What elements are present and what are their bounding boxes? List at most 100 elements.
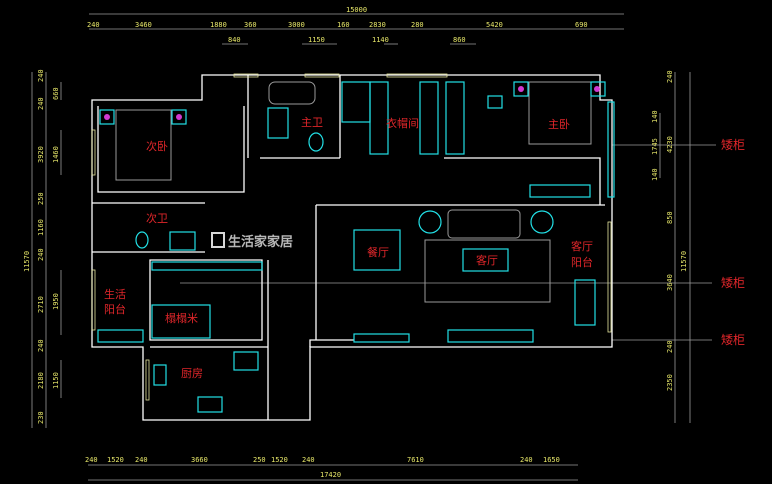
tv-cabinet [447, 329, 534, 343]
lamp-icon [176, 114, 182, 120]
dim-left: 240 [37, 69, 45, 82]
dim-left: 240 [37, 97, 45, 110]
basin [169, 231, 196, 251]
fridge [233, 351, 259, 371]
dim-top-sub: 840 [228, 36, 241, 44]
callout-low-cabinet: 矮柜 [721, 333, 745, 347]
dim-left: 1160 [37, 219, 45, 236]
tatami-platform [151, 304, 211, 339]
watermark-text: 生活家家居 [228, 234, 293, 250]
callout-low-cabinet: 矮柜 [721, 276, 745, 290]
room-label-cloakroom: 衣帽间 [386, 116, 419, 130]
dim-top: 690 [575, 21, 588, 29]
dim-left: 3920 [37, 146, 45, 163]
callouts: 矮柜 矮柜 矮柜 [721, 138, 745, 347]
bed-second-bedroom [115, 109, 172, 181]
bathtub [268, 81, 316, 105]
room-label-tatami: 榻榻米 [165, 311, 198, 325]
room-label-living: 客厅 [476, 253, 498, 267]
dim-left: 2180 [37, 372, 45, 389]
nightstand [99, 109, 115, 125]
dim-right: 3640 [666, 274, 674, 291]
dim-left-sub: 1150 [52, 372, 60, 389]
balcony-cabinet [97, 329, 144, 343]
room-label-master-bath: 主卫 [301, 116, 323, 129]
dim-right-sub: 140 [651, 110, 659, 123]
dim-bottom: 7610 [407, 456, 424, 464]
lounge-chair [574, 279, 596, 326]
watermark-logo: 生活家家居 [211, 232, 293, 250]
dim-bottom: 1520 [107, 456, 124, 464]
toilet [308, 132, 324, 152]
coffee-table [462, 248, 509, 272]
dim-top: 3000 [288, 21, 305, 29]
lamp-icon [518, 86, 524, 92]
dim-right: 240 [666, 340, 674, 353]
room-labels: 次卧 主卫 衣帽间 主卧 次卫 餐厅 客厅 客厅 阳台 生活 阳台 榻榻米 厨房 [104, 116, 593, 380]
toilet [135, 231, 149, 249]
nightstand [590, 81, 606, 97]
room-label-living-balcony: 客厅 [571, 239, 593, 253]
dim-right-sub: 1745 [651, 138, 659, 155]
sink [267, 107, 289, 139]
dim-bottom: 1520 [271, 456, 288, 464]
dim-right: 4230 [666, 136, 674, 153]
room-label-second-bath: 次卫 [146, 211, 168, 225]
kitchen-sink [153, 364, 167, 386]
dim-right: 850 [666, 211, 674, 224]
dim-left: 2710 [37, 296, 45, 313]
nightstand [513, 81, 529, 97]
sofa [447, 209, 521, 239]
dim-bottom: 240 [85, 456, 98, 464]
dim-top: 240 [87, 21, 100, 29]
room-label-kitchen: 厨房 [181, 367, 203, 380]
tv-cabinet [529, 184, 591, 198]
dim-left-total: 11570 [23, 251, 31, 272]
side-table [530, 210, 554, 234]
dim-top-sub: 1140 [372, 36, 389, 44]
bed-master [528, 81, 592, 145]
wardrobe [445, 81, 465, 155]
desk-chair [487, 95, 503, 109]
dim-top: 2830 [369, 21, 386, 29]
room-label-living-balcony: 阳台 [571, 255, 593, 269]
room-label-service-balcony: 阳台 [104, 302, 126, 316]
dim-bottom: 1650 [543, 456, 560, 464]
dim-bottom: 240 [520, 456, 533, 464]
dining-table [353, 229, 401, 271]
dim-right-sub: 140 [651, 168, 659, 181]
dim-bottom: 250 [253, 456, 266, 464]
room-label-service-balcony: 生活 [104, 287, 126, 301]
dimension-labels: 15000 240 3460 1880 360 3000 160 2830 28… [23, 6, 688, 479]
room-label-master-bedroom: 主卧 [548, 118, 570, 131]
wardrobe [419, 81, 439, 155]
dim-right-total: 11570 [680, 251, 688, 272]
dim-top: 5420 [486, 21, 503, 29]
tatami-cabinet [151, 261, 263, 271]
rug [424, 239, 551, 303]
low-cabinet [607, 101, 615, 198]
dim-left: 240 [37, 248, 45, 261]
lamp-icon [594, 86, 600, 92]
furniture [97, 81, 615, 413]
dim-left-sub: 1460 [52, 146, 60, 163]
callout-low-cabinet: 矮柜 [721, 138, 745, 152]
cabinet [353, 333, 410, 343]
lamp-icon [104, 114, 110, 120]
dim-top: 360 [244, 21, 257, 29]
dimension-lines [31, 13, 716, 481]
dim-bottom: 3660 [191, 456, 208, 464]
side-table [418, 210, 442, 234]
dim-bottom-total: 17420 [320, 471, 341, 479]
dim-top-total: 15000 [346, 6, 367, 14]
dim-bottom: 240 [302, 456, 315, 464]
dim-left: 240 [37, 339, 45, 352]
nightstand [171, 109, 187, 125]
dim-left-sub: 1950 [52, 293, 60, 310]
dim-right: 240 [666, 70, 674, 83]
dim-left: 230 [37, 411, 45, 424]
dim-top: 160 [337, 21, 350, 29]
room-label-dining: 餐厅 [367, 245, 389, 259]
dim-top-sub: 1150 [308, 36, 325, 44]
dim-bottom: 240 [135, 456, 148, 464]
